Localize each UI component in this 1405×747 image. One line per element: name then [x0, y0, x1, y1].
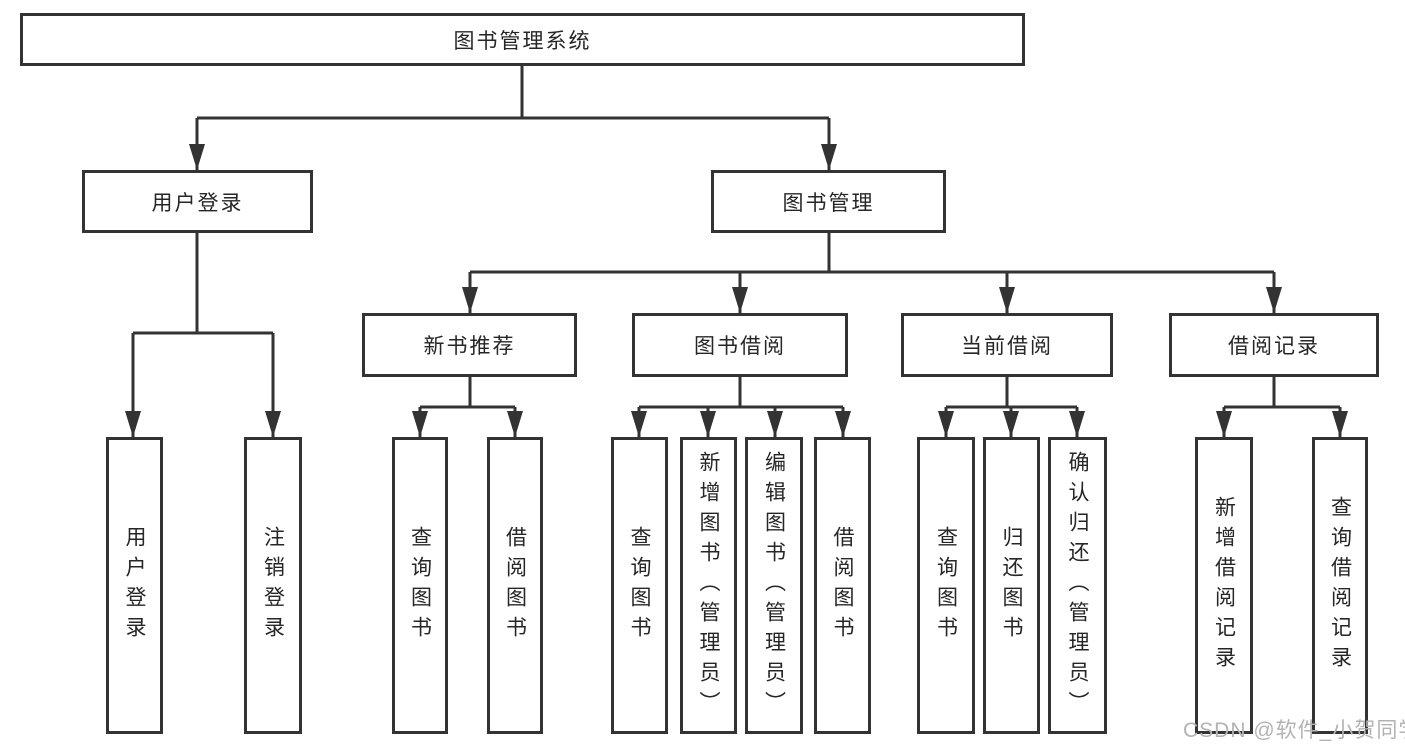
leaf-logout: 注销登录 [244, 437, 302, 734]
leaf-query-borrow-record: 查询借阅记录 [1312, 437, 1368, 734]
leaf-user-login: 用户登录 [106, 437, 163, 734]
arrowhead-icons [125, 144, 1348, 437]
leaf-add-borrow-record: 新增借阅记录 [1195, 437, 1253, 734]
node-user-login: 用户登录 [82, 170, 313, 233]
node-borrow-records: 借阅记录 [1169, 313, 1379, 377]
leaf-add-books-admin: 新增图书（管理员） [680, 437, 737, 734]
csdn-watermark: CSDN @软件_小贺同学 [1183, 719, 1405, 742]
leaf-recommend-borrow-books: 借阅图书 [487, 437, 543, 734]
leaf-borrow-books: 借阅图书 [814, 437, 871, 734]
leaf-current-query-books: 查询图书 [917, 437, 975, 734]
node-book-borrow: 图书借阅 [632, 313, 848, 377]
node-new-book-recommend: 新书推荐 [362, 313, 577, 377]
leaf-borrow-query-books: 查询图书 [611, 437, 668, 734]
leaf-recommend-query-books: 查询图书 [392, 437, 448, 734]
node-current-borrow: 当前借阅 [901, 313, 1113, 377]
leaf-confirm-return-admin: 确认归还（管理员） [1048, 437, 1107, 734]
leaf-edit-books-admin: 编辑图书（管理员） [745, 437, 803, 734]
leaf-return-books: 归还图书 [983, 437, 1040, 734]
node-root: 图书管理系统 [20, 13, 1025, 66]
node-book-management: 图书管理 [711, 170, 946, 233]
